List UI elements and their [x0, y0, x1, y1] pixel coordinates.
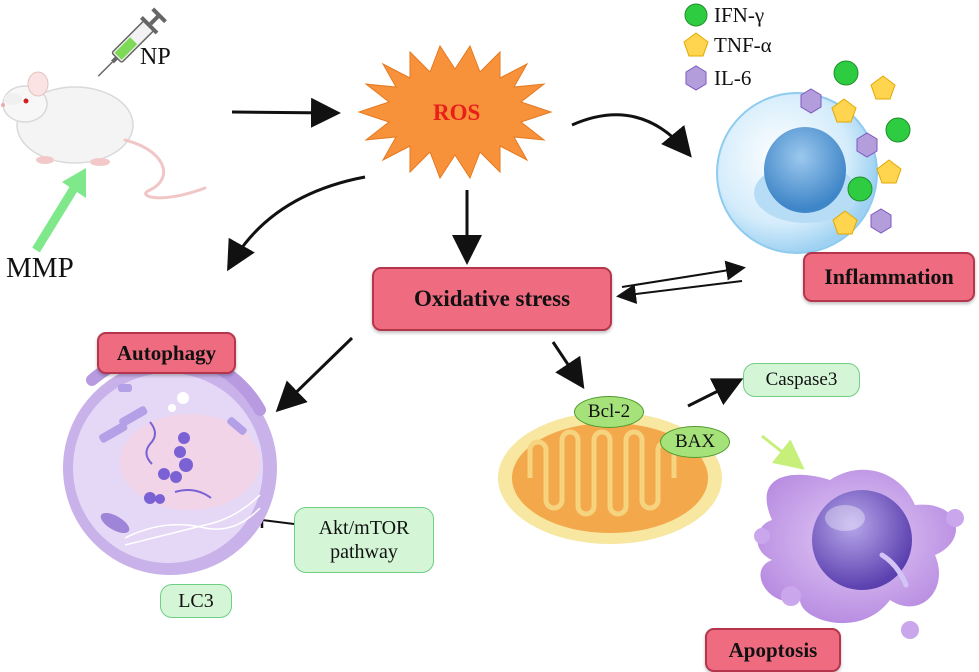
purple-hexagon-icon	[685, 65, 707, 91]
ros-label: ROS	[433, 100, 481, 125]
arrow-oxidative-to-inflammation	[621, 260, 746, 288]
green-circle-icon	[684, 3, 708, 27]
mmp-label: MMP	[6, 252, 74, 284]
arrow-mouse-to-ros	[231, 97, 341, 128]
np-label: NP	[140, 44, 171, 70]
lc3-label: LC3	[160, 584, 232, 618]
arrow-bax-to-caspase3	[687, 378, 744, 408]
arrow-inflammation-to-oxidative	[616, 280, 743, 304]
arrow-caspase3-to-apoptosis	[761, 434, 805, 470]
inhibit-akt-to-lc3	[260, 512, 295, 528]
inflammation-label: Inflammation	[803, 252, 975, 302]
apoptosis-label: Apoptosis	[705, 628, 841, 672]
mouse-icon	[1, 71, 207, 200]
bcl2-label: Bcl-2	[574, 396, 644, 428]
akt-mtor-line: Akt/mTOR	[318, 517, 410, 539]
arrow-oxidative-to-mitochondria	[551, 341, 585, 389]
apoptotic-cell-icon	[754, 469, 964, 639]
syringe-icon	[97, 7, 167, 77]
akt-mtor-pathway-label: Akt/mTOR pathway	[294, 507, 434, 573]
autophagosome-icon	[63, 347, 277, 575]
cytokine-cluster	[800, 60, 911, 235]
mmp-arrow	[32, 168, 86, 253]
autophagy-label: Autophagy	[97, 332, 236, 374]
pathway-line: pathway	[330, 541, 398, 563]
caspase3-label: Caspase3	[743, 363, 860, 397]
bax-label: BAX	[660, 426, 730, 458]
arrow-oxidative-to-autophagy	[275, 336, 354, 413]
inflammatory-cell-icon	[716, 92, 878, 254]
yellow-pentagon-icon	[683, 32, 709, 57]
legend-label-ifn: IFN-γ	[714, 3, 765, 27]
ros-starburst-shape	[357, 44, 553, 180]
legend-label-tnf: TNF-α	[714, 33, 772, 57]
oxidative-stress-label: Oxidative stress	[372, 267, 612, 331]
arrow-ros-to-inflammation	[571, 113, 692, 158]
legend-label-il6: IL-6	[714, 66, 752, 90]
arrow-ros-to-autophagy	[227, 175, 366, 272]
